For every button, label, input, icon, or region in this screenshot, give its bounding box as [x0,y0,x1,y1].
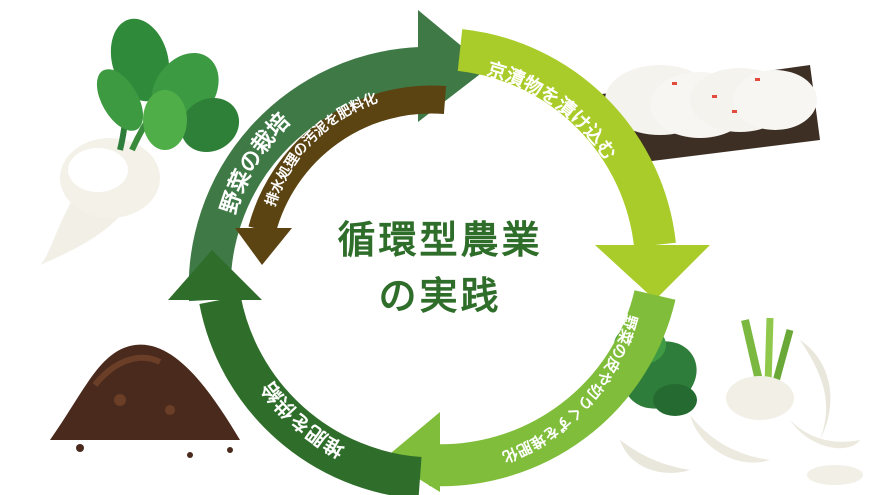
center-title: 循環型農業 の実践 [290,212,590,324]
arrow-compost-scraps-head [385,412,440,492]
arrow-pickling [457,29,676,248]
center-title-line1: 循環型農業 [337,218,543,262]
turnip-icon [40,18,240,265]
arrow-supply-compost-head [168,250,262,300]
arrow-sludge-compost [248,85,447,234]
arrow-supply-compost [199,295,422,495]
compost-pile-icon [50,344,240,458]
arrow-sludge-compost-head [235,228,292,265]
arrow-pickling-head [595,245,710,300]
pickles-icon [595,65,820,165]
arrow-cultivation [188,47,422,302]
arrow-compost-scraps [428,289,676,487]
center-title-line2: の実践 [378,274,502,318]
